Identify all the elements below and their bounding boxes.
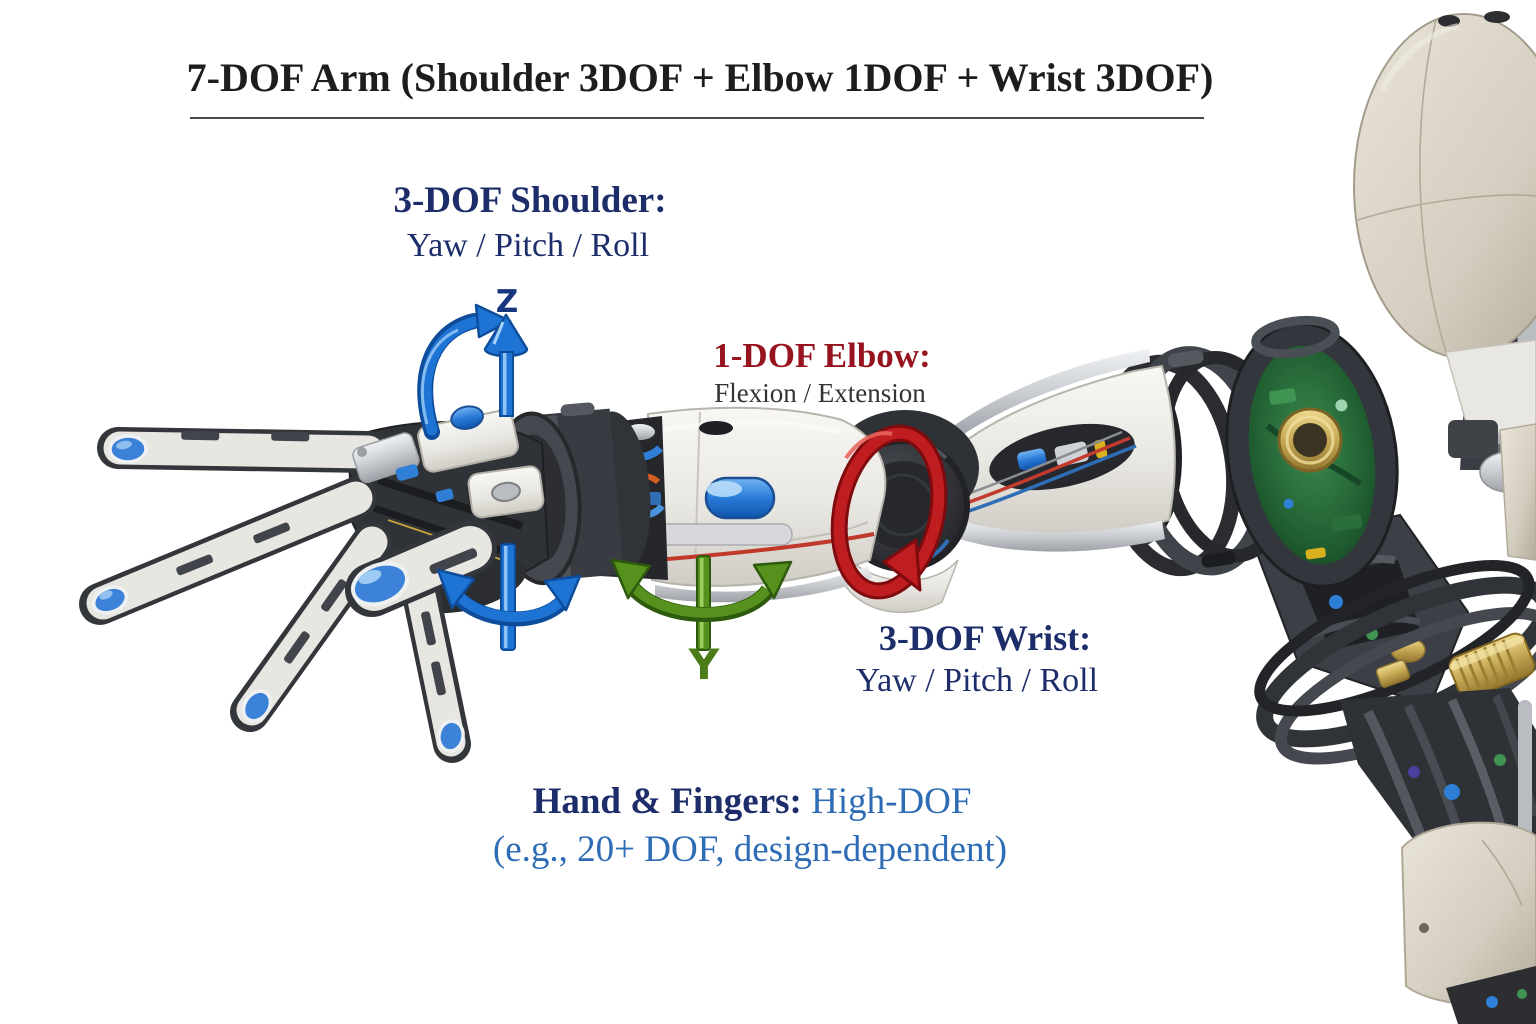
y-axis-arrow: [610, 555, 793, 651]
wrist-annotation-heading: 3-DOF Wrist:: [878, 618, 1092, 658]
robot-finger: [97, 427, 389, 473]
robot-hand: [79, 405, 550, 763]
shoulder-annotation-heading: 3-DOF Shoulder:: [393, 180, 667, 221]
wrist-annotation-subtitle: Yaw / Pitch / Roll: [855, 662, 1099, 699]
elbow-rotation-arrow: [830, 424, 948, 600]
z-axis-arrow: [417, 303, 582, 651]
shoulder-annotation-subtitle: Yaw / Pitch / Roll: [406, 227, 650, 264]
robot-finger: [79, 477, 377, 625]
robot-right-arm-lower: [1253, 513, 1536, 1024]
elbow-annotation-subtitle: Flexion / Extension: [714, 378, 926, 408]
robot-upper-arm: [946, 349, 1176, 552]
hand-annotation-heading: Hand & Fingers: High-DOF: [533, 782, 972, 822]
y-axis-label: Y: [688, 640, 720, 689]
elbow-annotation-heading: 1-DOF Elbow:: [713, 336, 931, 375]
hand-annotation-highlight: High-DOF: [811, 781, 972, 822]
z-axis-label: Z: [495, 284, 519, 320]
diagram-title: 7-DOF Arm (Shoulder 3DOF + Elbow 1DOF + …: [186, 55, 1214, 100]
robot-finger: [399, 561, 471, 763]
hand-annotation-subtitle: (e.g., 20+ DOF, design-dependent): [492, 829, 1008, 870]
title-underline: [190, 117, 1204, 119]
robot-torso: [1353, 11, 1536, 561]
robot-head: [1353, 11, 1536, 359]
hand-annotation-heading-bold: Hand & Fingers:: [532, 781, 802, 822]
robot-thumb: [345, 521, 497, 617]
robot-forearm: [646, 406, 887, 603]
robot-finger: [230, 522, 392, 732]
